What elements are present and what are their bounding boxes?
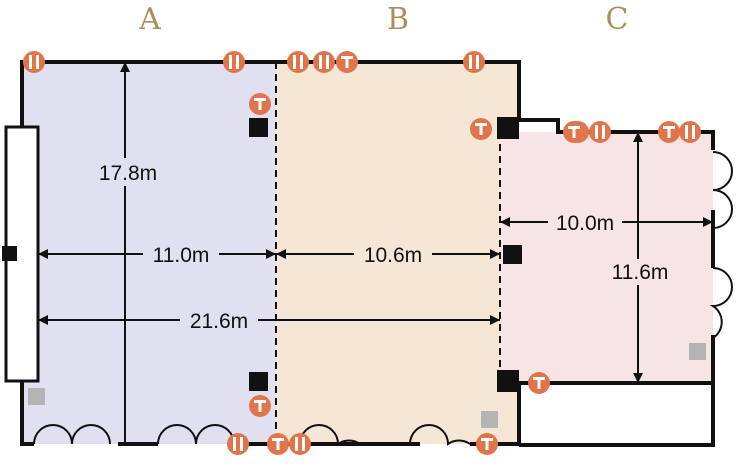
dim-label-a-width: 11.0m [153,244,210,267]
telephone-jack-icon [528,372,550,394]
pillars [2,117,522,392]
power-outlet-icon [589,121,611,143]
room-label-b: B [387,2,409,37]
room-label-c: C [606,2,629,37]
power-outlet-icon [313,51,335,73]
power-outlet-icon [287,51,309,73]
telephone-jack-icon [658,121,680,143]
power-outlet-icon [223,51,245,73]
telephone-jack-icon [249,395,271,417]
dim-label-a-depth: 17.8m [99,162,157,185]
telephone-jack-icon [476,433,498,455]
telephone-jack-icon [336,51,358,73]
power-outlet-icon [23,51,45,73]
dim-label-b-width: 10.6m [364,244,422,267]
power-outlet-icon [463,51,485,73]
telephone-jack-icon [470,118,492,140]
room-c-area[interactable] [500,120,713,383]
pillar-icon [2,246,17,261]
dim-label-c-width: 10.0m [556,212,614,235]
pillar-icon [497,117,519,139]
gray-square-icon [481,411,498,428]
gray-square-icon [689,343,706,360]
telephone-jack-icon [563,121,585,143]
door-arcs [33,151,733,446]
gray-markers [28,343,706,428]
pillar-icon [249,118,268,137]
dim-label-c-depth: 11.6m [612,261,669,284]
power-outlet-icon [227,433,249,455]
pillar-icon [503,245,522,264]
gray-square-icon [28,388,45,405]
pillar-icon [249,372,268,391]
pillar-icon [497,370,519,392]
power-outlet-icon [679,121,701,143]
power-outlet-icon [289,433,311,455]
dim-label-ab-width: 21.6m [190,310,248,333]
telephone-jack-icon [267,433,289,455]
wall-markers [23,51,701,455]
room-label-a: A [138,2,161,37]
telephone-jack-icon [249,93,271,115]
